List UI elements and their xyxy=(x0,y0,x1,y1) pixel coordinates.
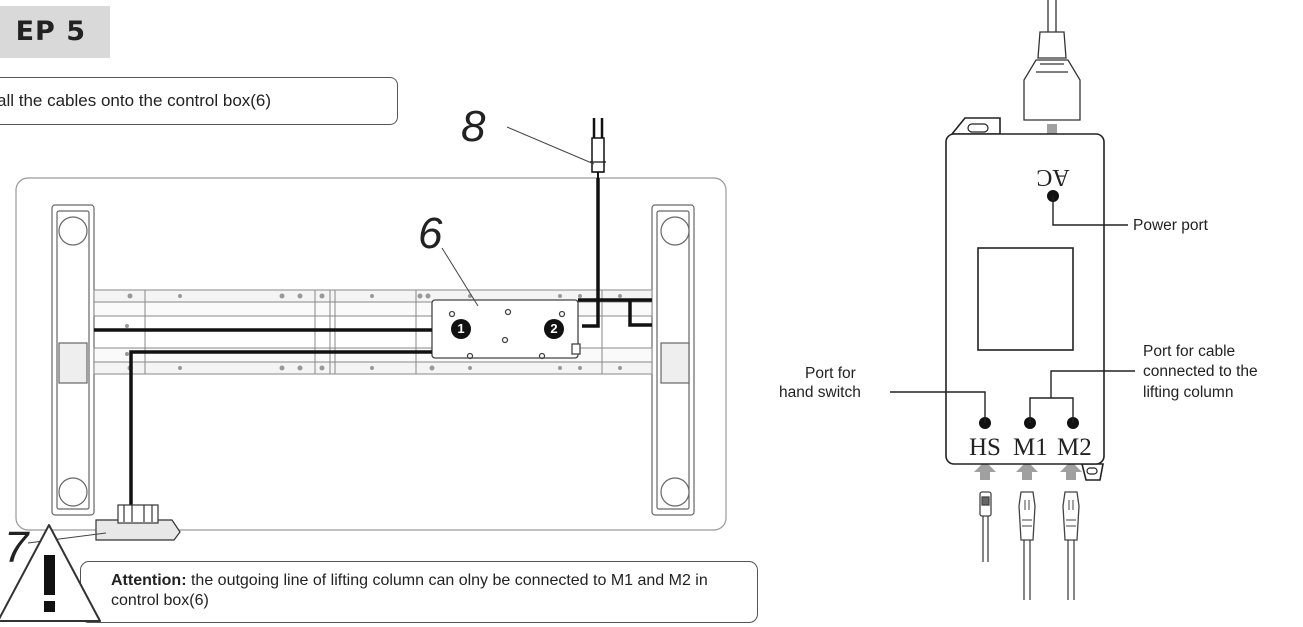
attention-box: Attention: the outgoing line of lifting … xyxy=(80,561,758,623)
step-badge: EP 5 xyxy=(0,6,110,58)
desk-frame-diagram xyxy=(15,118,727,544)
cables xyxy=(94,178,652,515)
port-code-hs: HS xyxy=(969,434,1001,461)
port-marker-2-dot xyxy=(544,319,564,339)
warning-icon xyxy=(0,524,101,622)
hand-switch xyxy=(95,504,181,541)
port-marker-1: 1 xyxy=(457,321,465,336)
lifting-label-line3: lifting column xyxy=(1143,384,1234,401)
ac-label: AC xyxy=(1036,164,1070,190)
attention-prefix: Attention: xyxy=(111,572,187,589)
desktop-outline xyxy=(15,177,727,531)
hand-switch-label-line2: hand switch xyxy=(779,384,861,401)
port-marker-2: 2 xyxy=(550,321,558,336)
right-leg xyxy=(651,204,695,516)
port-code-m1: M1 xyxy=(1013,434,1048,461)
lifting-label-line2: connected to the xyxy=(1143,363,1258,380)
power-plug xyxy=(1023,0,1081,121)
control-box-front xyxy=(945,117,1105,481)
power-port-label: Power port xyxy=(1133,217,1208,234)
callout-7: 7 xyxy=(4,523,29,572)
lifting-label-line1: Port for cable xyxy=(1143,343,1236,360)
port-code-m2: M2 xyxy=(1057,434,1092,461)
left-leg xyxy=(51,204,95,516)
step-label: EP 5 xyxy=(15,16,86,47)
instruction-text: all the cables onto the control box(6) xyxy=(0,91,272,110)
callout-8: 8 xyxy=(461,102,486,151)
hand-switch-label-line1: Port for xyxy=(805,365,856,382)
instruction-box: all the cables onto the control box(6) xyxy=(0,77,398,125)
callout-6: 6 xyxy=(418,209,443,258)
attention-text: the outgoing line of lifting column can … xyxy=(111,572,708,609)
port-marker-1-dot xyxy=(451,319,471,339)
